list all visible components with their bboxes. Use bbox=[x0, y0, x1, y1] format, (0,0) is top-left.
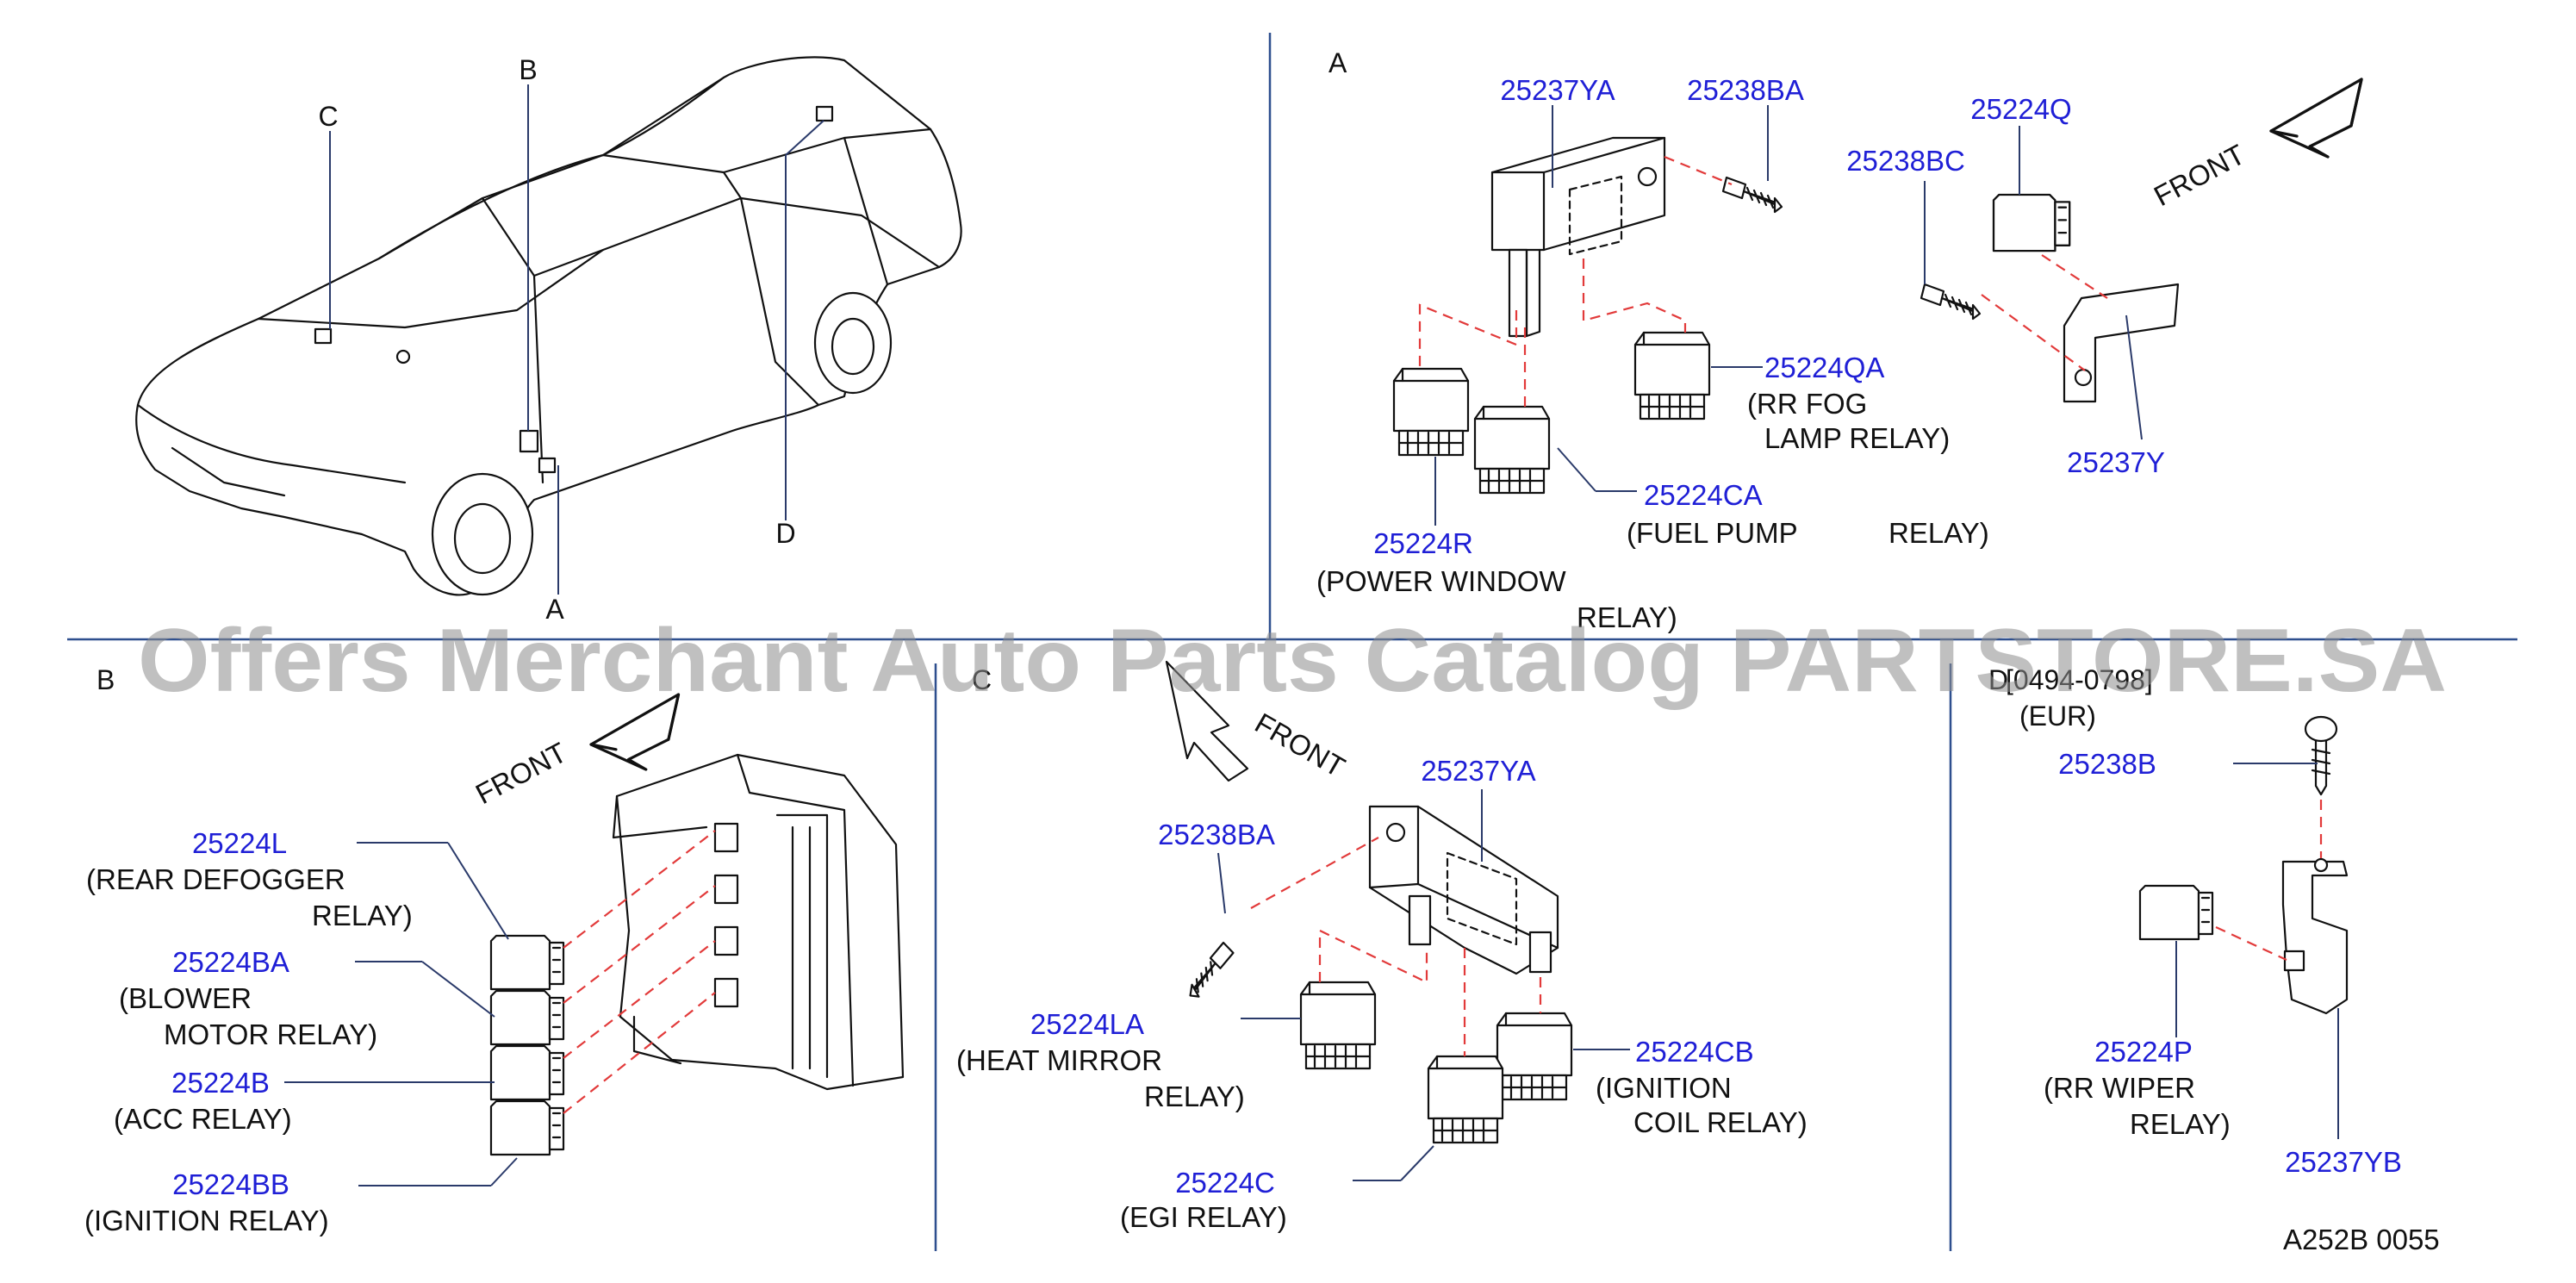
part-number-25237yb[interactable]: 25237YB bbox=[2285, 1146, 2402, 1178]
part-number-25238ba-a[interactable]: 25238BA bbox=[1687, 74, 1804, 106]
desc-25224ca-line1: (FUEL PUMP bbox=[1627, 517, 1798, 549]
screw-25238ba-c bbox=[1174, 939, 1245, 1001]
relay-25224q bbox=[1992, 193, 2071, 252]
relay-25224la bbox=[1299, 981, 1377, 1070]
part-number-25224c[interactable]: 25224C bbox=[1175, 1167, 1275, 1199]
bracket-25237ya-a bbox=[1490, 136, 1666, 338]
part-number-25237y[interactable]: 25237Y bbox=[2067, 446, 2165, 478]
desc-25224bb: (IGNITION RELAY) bbox=[84, 1205, 329, 1236]
part-number-25224q[interactable]: 25224Q bbox=[1970, 93, 2071, 125]
front-label-a: FRONT bbox=[2149, 138, 2250, 212]
desc-25224p-line2: RELAY) bbox=[2130, 1108, 2231, 1140]
desc-25224ba-line2: MOTOR RELAY) bbox=[164, 1018, 377, 1050]
desc-25224la-line2: RELAY) bbox=[1144, 1081, 1245, 1112]
desc-25224l-line2: RELAY) bbox=[312, 900, 413, 931]
part-number-25238ba-c[interactable]: 25238BA bbox=[1158, 819, 1275, 850]
section-d-date-range: [0494-0798] bbox=[2006, 664, 2153, 695]
desc-25224ca-line2: RELAY) bbox=[1888, 517, 1989, 549]
callout-a-label: A bbox=[545, 594, 564, 625]
part-number-25224p[interactable]: 25224P bbox=[2094, 1036, 2193, 1068]
part-number-25224ba[interactable]: 25224BA bbox=[172, 946, 289, 978]
part-number-25224qa[interactable]: 25224QA bbox=[1764, 352, 1884, 383]
part-number-25238b[interactable]: 25238B bbox=[2058, 748, 2156, 780]
front-label-b: FRONT bbox=[470, 736, 572, 810]
desc-25224r-line1: (POWER WINDOW bbox=[1316, 565, 1566, 597]
desc-25224b: (ACC RELAY) bbox=[114, 1103, 292, 1135]
part-number-25238bc[interactable]: 25238BC bbox=[1846, 145, 1965, 177]
car-overview-drawing bbox=[135, 56, 962, 596]
section-d-letter: D bbox=[1988, 664, 2008, 695]
part-number-25224b[interactable]: 25224B bbox=[171, 1067, 270, 1099]
relay-25224r bbox=[1392, 367, 1470, 457]
relay-25224c bbox=[1427, 1055, 1504, 1144]
desc-25224c: (EGI RELAY) bbox=[1120, 1201, 1287, 1233]
desc-25224qa-line2: LAMP RELAY) bbox=[1764, 422, 1950, 454]
desc-25224cb-line1: (IGNITION bbox=[1596, 1072, 1732, 1104]
relay-25224cb bbox=[1496, 1012, 1573, 1101]
screw-25238bc bbox=[1920, 283, 1982, 321]
part-number-25237ya-c[interactable]: 25237YA bbox=[1421, 755, 1535, 787]
screw-25238ba-a bbox=[1721, 176, 1783, 214]
desc-25224p-line1: (RR WIPER bbox=[2044, 1072, 2195, 1104]
relay-25224ca bbox=[1473, 405, 1551, 495]
section-d-region: (EUR) bbox=[2019, 701, 2096, 732]
bracket-25237ya-c bbox=[1368, 805, 1559, 975]
desc-25224cb-line2: COIL RELAY) bbox=[1633, 1106, 1808, 1138]
desc-25224l-line1: (REAR DEFOGGER bbox=[86, 863, 345, 895]
front-arrow-c bbox=[1165, 660, 1249, 782]
callout-c-label: C bbox=[318, 101, 338, 132]
desc-25224qa-line1: (RR FOG bbox=[1747, 388, 1867, 420]
watermark-text: Offers Merchant Auto Parts Catalog PARTS… bbox=[138, 611, 2447, 711]
relay-stack-b bbox=[489, 934, 565, 1156]
part-number-25224bb[interactable]: 25224BB bbox=[172, 1168, 289, 1200]
screw-25238b bbox=[2304, 715, 2338, 796]
desc-25224ba-line1: (BLOWER bbox=[119, 982, 252, 1014]
desc-25224la-line1: (HEAT MIRROR bbox=[956, 1044, 1162, 1076]
desc-25224r-line2: RELAY) bbox=[1577, 601, 1677, 633]
relay-25224qa bbox=[1633, 331, 1711, 420]
part-number-25224r[interactable]: 25224R bbox=[1373, 527, 1473, 559]
part-number-25224la[interactable]: 25224LA bbox=[1030, 1008, 1144, 1040]
section-b-letter: B bbox=[96, 664, 115, 695]
diagram-code: A252B 0055 bbox=[2283, 1224, 2440, 1255]
callout-b-label: B bbox=[519, 54, 537, 85]
relay-25224p bbox=[2138, 884, 2214, 941]
callout-d-label: D bbox=[775, 518, 795, 549]
section-c-letter: C bbox=[972, 664, 992, 695]
part-number-25224ca[interactable]: 25224CA bbox=[1644, 479, 1763, 511]
part-number-25224cb[interactable]: 25224CB bbox=[1635, 1036, 1754, 1068]
relay-box-b bbox=[612, 753, 905, 1091]
bracket-25237yb bbox=[2281, 857, 2349, 1015]
part-number-25237ya-a[interactable]: 25237YA bbox=[1500, 74, 1615, 106]
part-number-25224l[interactable]: 25224L bbox=[192, 827, 287, 859]
front-label-c: FRONT bbox=[1250, 707, 1351, 783]
bracket-25237y bbox=[2063, 283, 2180, 403]
section-a-letter: A bbox=[1328, 47, 1347, 78]
front-arrow-a bbox=[2269, 78, 2363, 159]
